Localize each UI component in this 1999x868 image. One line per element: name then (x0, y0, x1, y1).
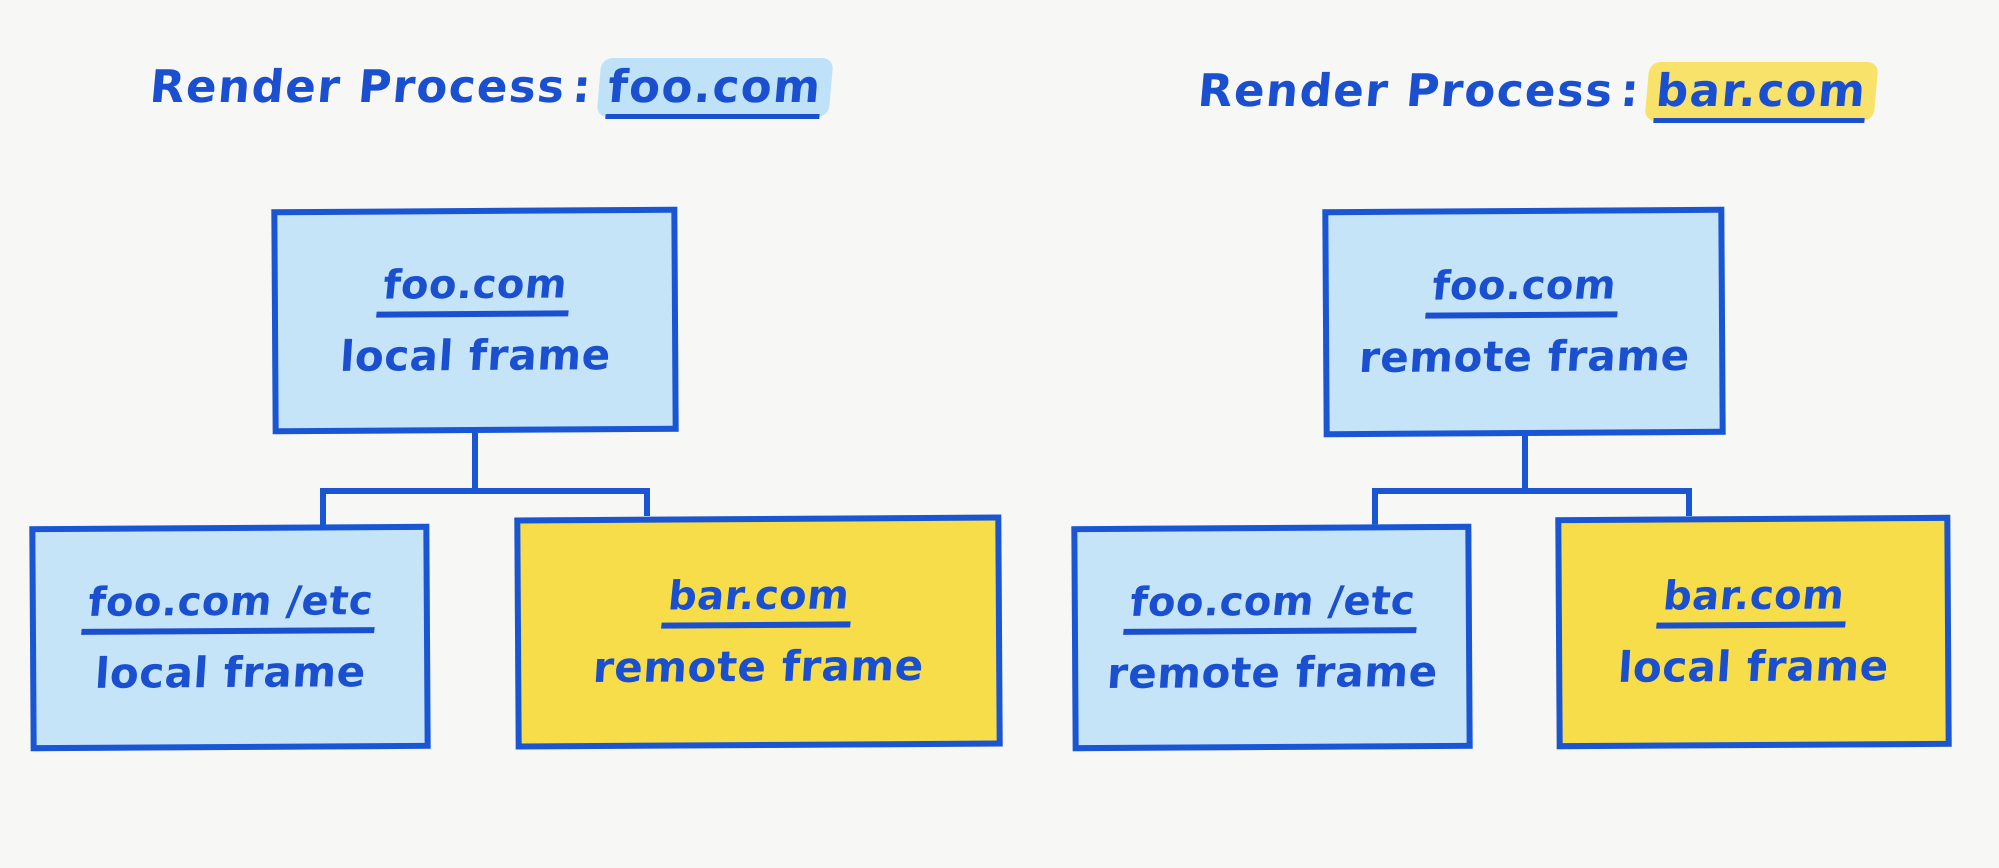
heading-separator-right: : (1618, 64, 1643, 117)
connector-leg-left-child-2 (644, 488, 650, 516)
frame-kind-left-root: local frame (338, 329, 613, 381)
frame-origin-left-root: foo.com (376, 260, 574, 318)
heading-separator-left: : (570, 60, 595, 113)
connector-leg-right-child-2 (1686, 488, 1692, 516)
heading-process-name-left: foo.com (605, 60, 825, 119)
connector-leg-right-child-1 (1372, 488, 1378, 526)
frame-kind-right-child-2: local frame (1616, 641, 1891, 692)
heading-process-highlight-left: foo.com (596, 58, 834, 119)
connector-bar-left (320, 488, 650, 494)
frame-kind-left-child-2: remote frame (591, 640, 926, 693)
frame-box-right-root[interactable]: foo.com remote frame (1322, 206, 1726, 438)
heading-lead-right: Render Process (1195, 64, 1617, 117)
frame-kind-right-root: remote frame (1357, 330, 1692, 383)
frame-origin-left-child-1: foo.com /etc (80, 577, 379, 635)
frame-origin-right-child-2: bar.com (1655, 572, 1851, 629)
heading-process-name-right: bar.com (1653, 64, 1869, 123)
frame-box-left-child-2[interactable]: bar.com remote frame (514, 514, 1003, 750)
frame-origin-left-child-2: bar.com (660, 572, 856, 629)
frame-kind-right-child-1: remote frame (1105, 646, 1440, 698)
frame-kind-left-child-1: local frame (93, 646, 368, 698)
heading-process-highlight-right: bar.com (1644, 62, 1879, 123)
connector-stem-right (1522, 436, 1528, 488)
frame-box-left-root[interactable]: foo.com local frame (271, 206, 679, 435)
frame-box-right-child-2[interactable]: bar.com local frame (1555, 514, 1952, 750)
render-process-heading-right: Render Process:bar.com (1195, 62, 1879, 123)
frame-box-right-child-1[interactable]: foo.com /etc remote frame (1071, 523, 1473, 752)
connector-bar-right (1372, 488, 1692, 494)
frame-box-left-child-1[interactable]: foo.com /etc local frame (29, 523, 431, 752)
render-process-heading-left: Render Process:foo.com (147, 58, 834, 119)
frame-origin-right-root: foo.com (1425, 262, 1623, 319)
heading-lead-left: Render Process (147, 60, 569, 113)
connector-leg-left-child-1 (320, 488, 326, 526)
frame-origin-right-child-1: foo.com /etc (1122, 577, 1421, 635)
connector-stem-left (472, 433, 478, 488)
